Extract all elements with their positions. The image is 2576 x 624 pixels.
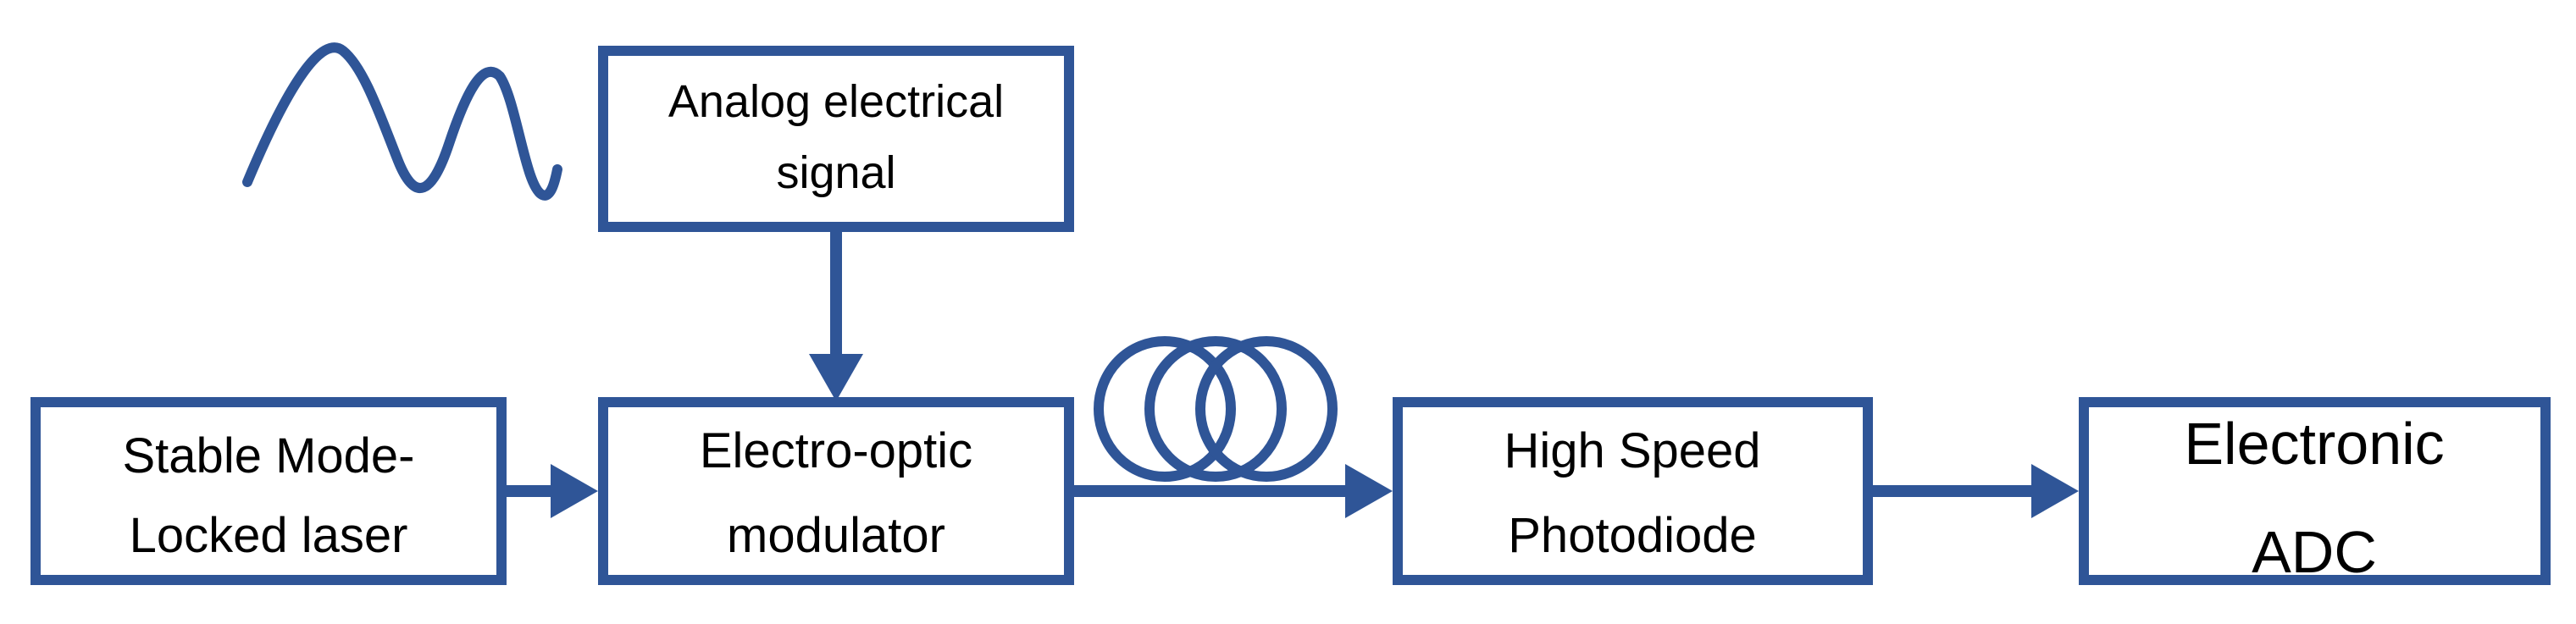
photodiode-to-adc-arrow bbox=[1873, 464, 2079, 518]
adc-block: Electronic ADC bbox=[2079, 397, 2551, 585]
photodiode-block-line2: Photodiode bbox=[1508, 508, 1756, 563]
laser-block-line2: Locked laser bbox=[130, 508, 408, 563]
photodiode-block: High Speed Photodiode bbox=[1393, 397, 1873, 585]
signal-block-line2: signal bbox=[776, 147, 895, 198]
laser-block: Stable Mode- Locked laser bbox=[30, 397, 507, 585]
photodiode-block-line1: High Speed bbox=[1504, 423, 1760, 478]
signal-to-modulator-arrow bbox=[809, 227, 863, 401]
modulator-to-photodiode-arrow bbox=[1074, 464, 1393, 518]
modulator-block: Electro-optic modulator bbox=[598, 397, 1074, 585]
adc-block-line1: Electronic bbox=[2184, 411, 2444, 477]
laser-to-modulator-arrow bbox=[507, 464, 598, 518]
sine-wave-icon bbox=[242, 42, 562, 201]
adc-block-line2: ADC bbox=[2252, 519, 2377, 585]
signal-block: Analog electrical signal bbox=[598, 46, 1074, 232]
signal-block-line1: Analog electrical bbox=[668, 76, 1004, 127]
laser-block-line1: Stable Mode- bbox=[123, 428, 415, 483]
fiber-coil-icon bbox=[1094, 336, 1338, 482]
modulator-block-line2: modulator bbox=[727, 508, 945, 563]
modulator-block-line1: Electro-optic bbox=[700, 423, 972, 478]
